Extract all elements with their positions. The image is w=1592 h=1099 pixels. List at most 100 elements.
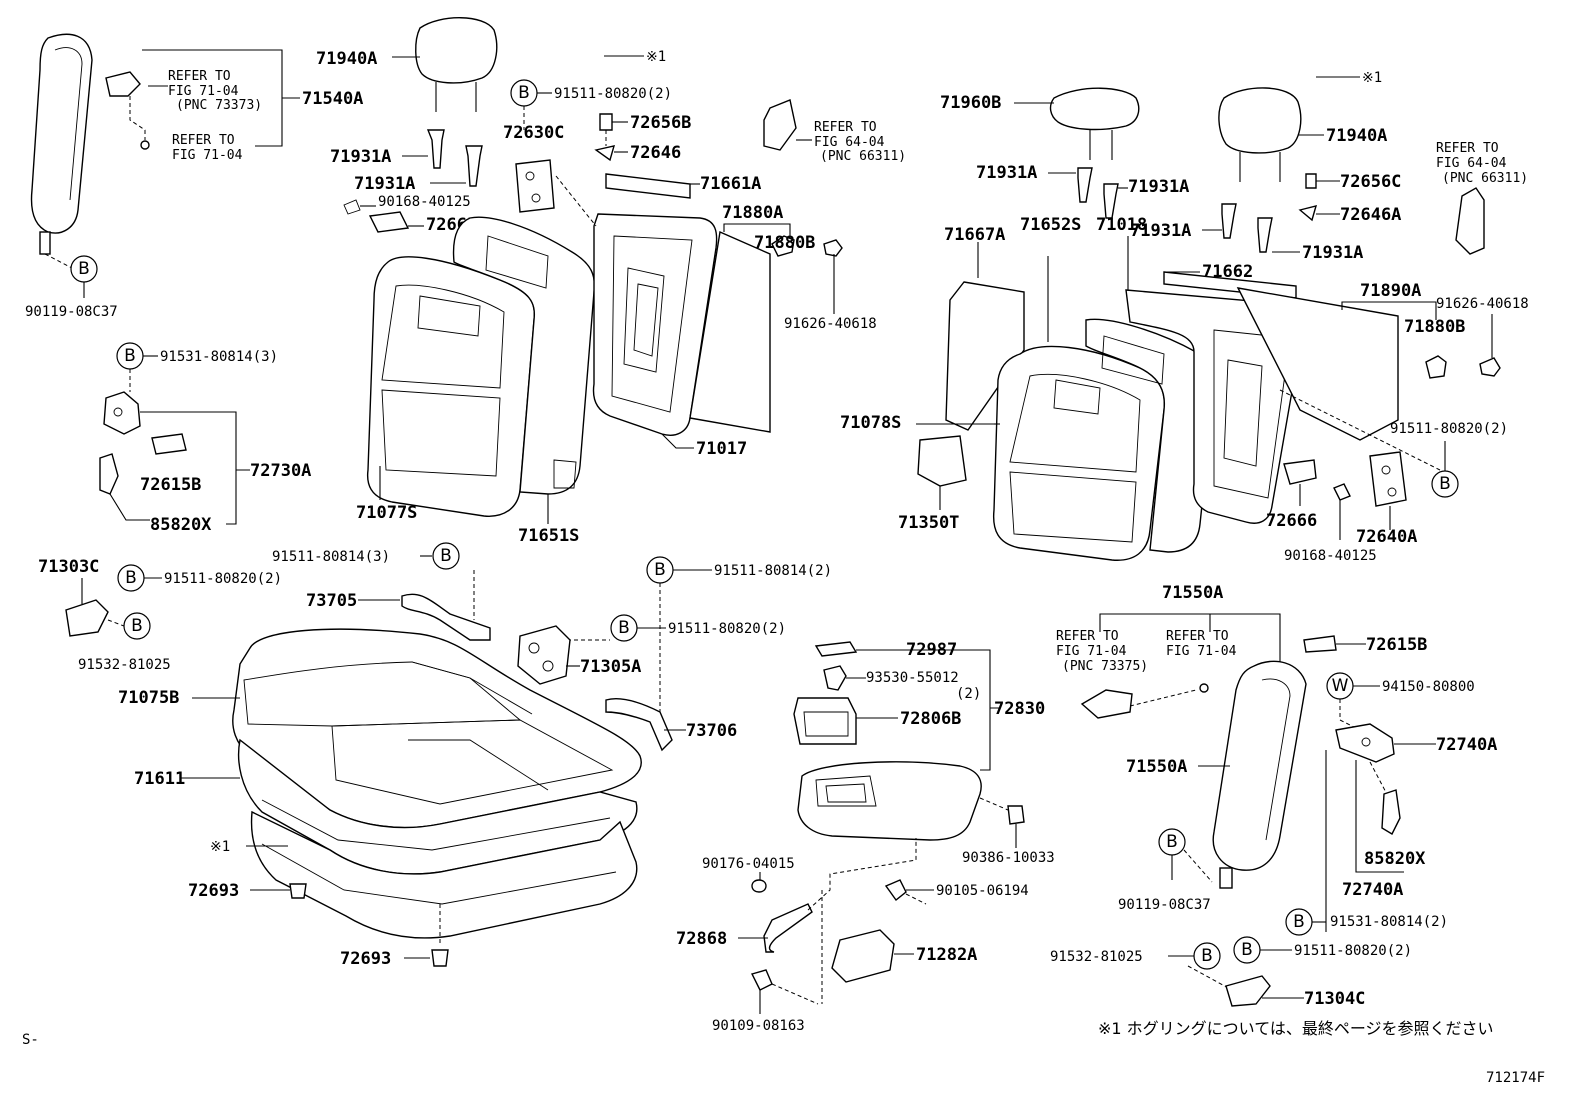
part-label: 91626-40618 xyxy=(784,316,877,332)
part-label: 90105-06194 xyxy=(936,883,1029,899)
wire-hook xyxy=(401,593,491,641)
b-marker-label: B xyxy=(1166,832,1178,852)
hinge-cover-center xyxy=(763,903,813,953)
part-label: 71940A xyxy=(1326,126,1387,146)
part-label: 72806B xyxy=(900,709,961,729)
bracket-right xyxy=(1225,975,1271,1007)
part-label: 71018 xyxy=(1096,215,1147,235)
part-label: 85820X xyxy=(1364,849,1426,869)
refer-note-line: REFER TO xyxy=(168,69,231,84)
part-label: 71931A xyxy=(1302,243,1363,263)
part-label: 90168-40125 xyxy=(1284,548,1377,564)
hinge-cover xyxy=(917,435,967,487)
b-marker xyxy=(1193,942,1221,970)
part-label: 73705 xyxy=(306,591,357,611)
seat-cushion-frame xyxy=(250,810,638,939)
part-label: 73706 xyxy=(686,721,737,741)
part-label: 71550A xyxy=(1162,583,1223,603)
part-label: 93530-55012 xyxy=(866,670,959,686)
part-label: 71303C xyxy=(38,557,99,577)
footnote: ※1 ホグリングについては、最終ページを参照ください xyxy=(1098,1019,1494,1038)
refer-note-line: FIG 71-04 xyxy=(1166,644,1237,659)
part-label: 91511-80814(3) xyxy=(272,549,390,565)
clip xyxy=(1425,355,1447,379)
bolt xyxy=(750,969,773,991)
part-label: 72640A xyxy=(1356,527,1417,547)
b-marker-label: B xyxy=(1201,946,1213,966)
refer-note-line: FIG 64-04 xyxy=(1436,156,1507,171)
part-label: 91531-80814(2) xyxy=(1330,914,1448,930)
b-marker-label: B xyxy=(78,259,90,279)
part-label: 91531-80814(3) xyxy=(160,349,278,365)
part-label: 72693 xyxy=(340,949,391,969)
bracket-left xyxy=(65,599,109,637)
cap xyxy=(599,113,613,131)
part-label: 72615B xyxy=(1366,635,1427,655)
part-label: 71662 xyxy=(1202,262,1253,282)
part-label: 71931A xyxy=(354,174,415,194)
cap xyxy=(1305,173,1317,189)
part-label: 90119-08C37 xyxy=(1118,897,1211,913)
plug xyxy=(431,949,449,967)
headrest-right xyxy=(1218,87,1302,182)
side-seatback-left xyxy=(30,33,93,269)
corner-mark: S- xyxy=(22,1032,39,1048)
refer-note-line: REFER TO xyxy=(172,133,235,148)
part-label: 91511-80820(2) xyxy=(668,621,786,637)
b-marker-label: B xyxy=(131,616,143,636)
b-marker-label: B xyxy=(124,346,136,366)
seatback-frame-left xyxy=(555,175,718,436)
headrest-left xyxy=(415,17,498,112)
seatback-center-left xyxy=(452,216,596,495)
part-label: 72740A xyxy=(1342,880,1403,900)
hinge-cap xyxy=(831,929,895,983)
part-label: 71667A xyxy=(944,225,1005,245)
hinge-bracket xyxy=(517,625,571,685)
part-label: 91511-80820(2) xyxy=(164,571,282,587)
note-mark: ※1 xyxy=(1362,70,1382,86)
part-label: 71077S xyxy=(356,503,417,523)
part-label: 72740A xyxy=(1436,735,1497,755)
clip xyxy=(1080,689,1133,719)
bolt xyxy=(1479,357,1501,377)
cover-pad xyxy=(151,433,187,455)
part-label: (2) xyxy=(956,686,981,702)
part-label: 71550A xyxy=(1126,757,1187,777)
part-label: 71880B xyxy=(754,233,815,253)
lock-bracket xyxy=(1369,451,1407,507)
part-label: 72656B xyxy=(630,113,691,133)
seatback-right-outer xyxy=(992,345,1166,561)
part-label: 71611 xyxy=(134,769,185,789)
part-label: 72693 xyxy=(188,881,239,901)
part-label: 71890A xyxy=(1360,281,1421,301)
part-label: 91532-81025 xyxy=(78,657,171,673)
part-label: 91511-80814(2) xyxy=(714,563,832,579)
part-label: 72615B xyxy=(140,475,201,495)
part-label: 71282A xyxy=(916,945,977,965)
part-label: 71078S xyxy=(840,413,901,433)
part-label: 91511-80820(2) xyxy=(1294,943,1412,959)
seatback-board-right xyxy=(1236,287,1399,441)
part-label: 91532-81025 xyxy=(1050,949,1143,965)
part-label: 71305A xyxy=(580,657,641,677)
bolt-small xyxy=(1333,483,1351,501)
part-label: 91511-80820(2) xyxy=(1390,421,1508,437)
part-label: 71960B xyxy=(940,93,1001,113)
part-label: 71880B xyxy=(1404,317,1465,337)
refer-note-line: (PNC 73375) xyxy=(1062,659,1148,674)
plug xyxy=(289,883,307,899)
belt-lock xyxy=(1335,723,1395,763)
part-label: 72656C xyxy=(1340,172,1401,192)
headrest-center xyxy=(1049,87,1140,160)
part-label: 71350T xyxy=(898,513,959,533)
part-label: 94150-80800 xyxy=(1382,679,1475,695)
armrest xyxy=(797,761,982,841)
part-label: 71075B xyxy=(118,688,179,708)
cover-pad xyxy=(1303,635,1337,653)
guide-pins-left xyxy=(426,129,483,187)
belt-guide xyxy=(1455,187,1485,255)
b-marker xyxy=(1285,908,1313,936)
note-mark: ※1 xyxy=(210,839,230,855)
belt-guide xyxy=(763,99,797,151)
